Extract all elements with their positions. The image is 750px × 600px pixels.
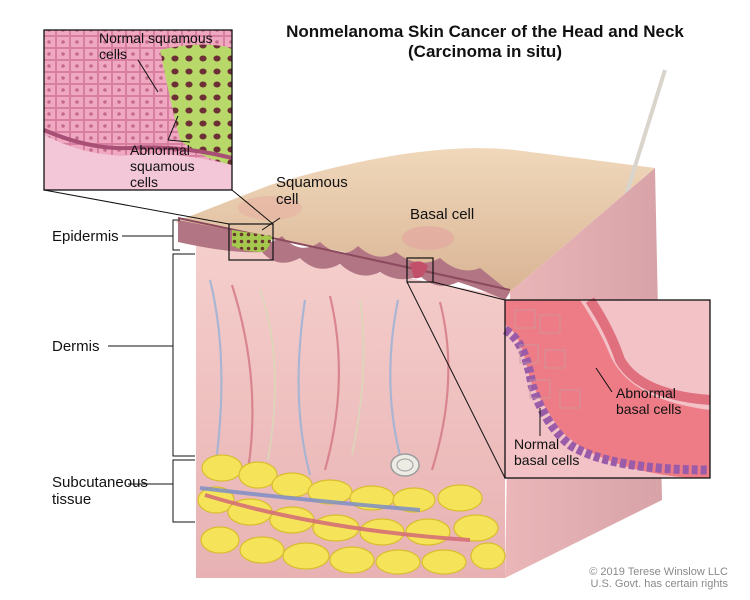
epidermis-band [178,220,510,300]
fat-lobules [197,454,506,575]
squamous-zoom-box [228,223,274,261]
subcutaneous-tissue-label: Subcutaneous tissue [52,474,148,508]
epidermis-label: Epidermis [52,228,119,245]
inset-abnormal-basal-line1: Abnormal [616,385,676,401]
inset-abnormal-squamous-line1: Abnormal [130,142,190,158]
dermis-label: Dermis [52,338,100,355]
inset-normal-basal-line1: Normal [514,436,560,452]
diagram-title: Nonmelanoma Skin Cancer of the Head and … [240,22,730,62]
inset-normal-basal-label: Normal basal cells [514,436,579,468]
basal-inset [502,297,711,479]
inset-normal-squamous-line1: Normal squamous [99,30,213,46]
squamous-inset [43,29,233,191]
subcutaneous-line2: tissue [52,491,92,508]
copyright-notice: © 2019 Terese Winslow LLC U.S. Govt. has… [589,566,728,590]
inset-normal-basal-line2: basal cells [514,452,580,468]
layer-brackets [108,219,195,523]
basal-zoom-box [406,257,434,283]
subcutaneous-line1: Subcutaneous [52,474,148,491]
blood-vessels [208,279,450,476]
skin-surface [175,148,655,292]
inset-abnormal-squamous-line2: squamous [130,158,195,174]
inset-normal-squamous-label: Normal squamous cells [99,30,213,62]
inset-normal-squamous-line2: cells [99,46,128,62]
squamous-cell-line1: Squamous [276,174,348,191]
inset-abnormal-squamous-line3: cells [130,174,159,190]
copyright-line2: U.S. Govt. has certain rights [590,578,728,590]
abnormal-basal-patch [410,261,428,279]
title-line-1: Nonmelanoma Skin Cancer of the Head and … [286,22,684,41]
connector-lines [43,59,613,479]
inset-abnormal-basal-line2: basal cells [616,401,682,417]
squamous-cell-callout: Squamous cell [276,174,348,208]
copyright-line1: © 2019 Terese Winslow LLC [589,566,728,578]
abnormal-squamous-patch [232,230,272,252]
inset-abnormal-basal-label: Abnormal basal cells [616,385,681,417]
pacinian-corpuscle [390,453,420,477]
title-line-2: (Carcinoma in situ) [408,42,562,61]
inset-abnormal-squamous-label: Abnormal squamous cells [130,142,195,190]
basal-cell-callout: Basal cell [410,206,475,223]
squamous-cell-line2: cell [276,191,299,208]
